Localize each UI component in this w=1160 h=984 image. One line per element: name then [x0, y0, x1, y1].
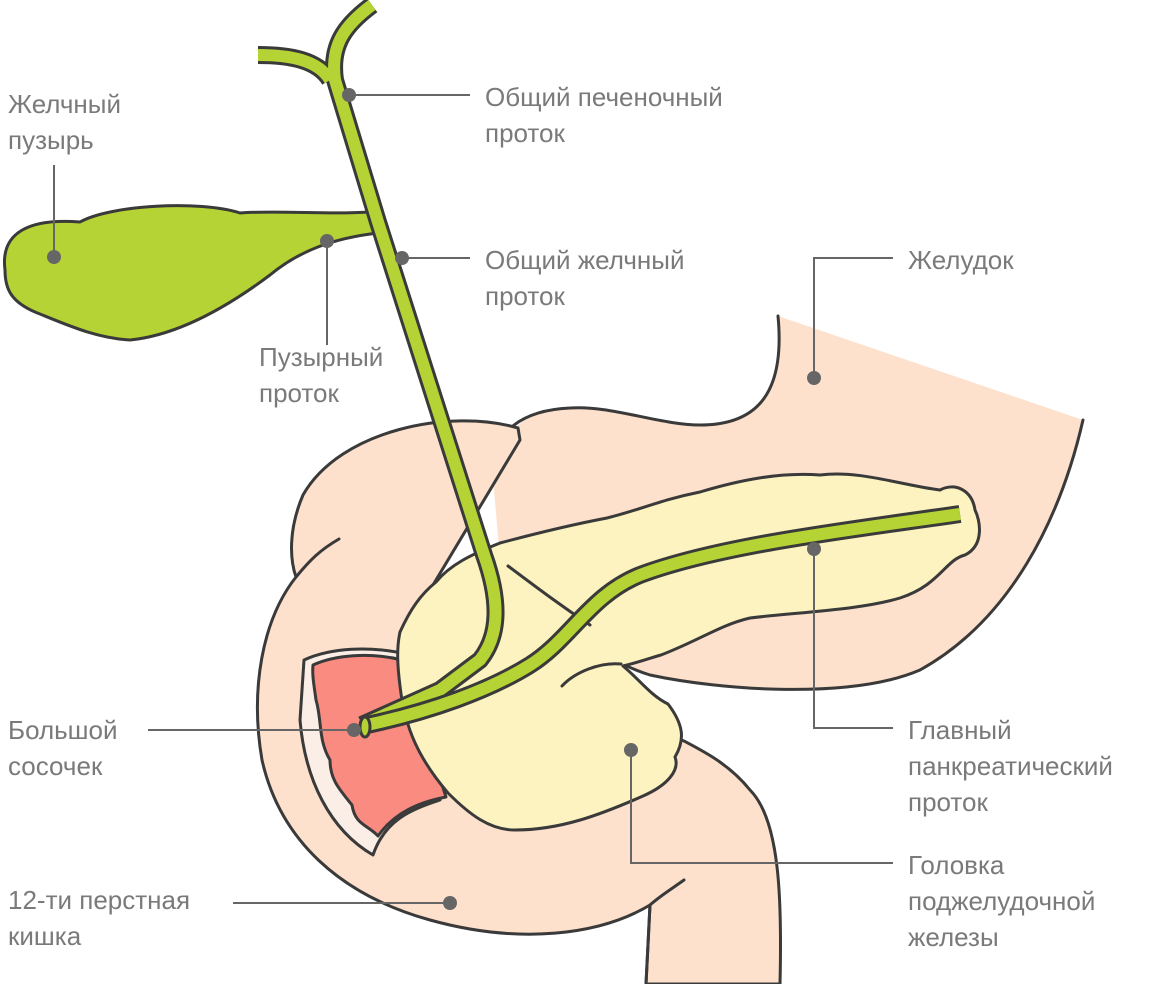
label-main-pancreatic-duct: Главный панкреатический проток [908, 712, 1113, 820]
label-line: проток [259, 378, 339, 408]
label-stomach: Желудок [908, 242, 1014, 278]
label-line: Большой [8, 715, 118, 745]
marker-dots [47, 88, 821, 910]
label-common-bile-duct: Общий желчный проток [485, 242, 684, 314]
label-line: проток [908, 787, 988, 817]
label-pancreas-head: Головка поджелудочной железы [908, 847, 1095, 955]
label-duodenum: 12-ти перстная кишка [8, 882, 190, 954]
label-line: железы [908, 922, 999, 952]
label-line: Общий печеночный [485, 82, 723, 112]
label-gallbladder: Желчный пузырь [8, 86, 121, 158]
label-line: кишка [8, 921, 82, 951]
leader-lines [53, 94, 893, 904]
gallbladder [2, 204, 380, 342]
label-line: панкреатический [908, 751, 1113, 781]
label-line: сосочек [8, 751, 103, 781]
label-line: Головка [908, 850, 1005, 880]
label-line: Желчный [8, 89, 122, 119]
label-line: Желудок [908, 245, 1014, 275]
duodenal-wall-opening [298, 647, 448, 857]
label-line: Главный [908, 715, 1012, 745]
label-cystic-duct: Пузырный проток [259, 339, 383, 411]
pancreas [396, 472, 981, 832]
label-common-hepatic-duct: Общий печеночный проток [485, 79, 723, 151]
bile-ducts [257, 0, 962, 739]
label-line: Общий желчный [485, 245, 685, 275]
label-line: 12-ти перстная [8, 885, 191, 915]
label-line: проток [485, 281, 565, 311]
label-line: пузырь [8, 125, 94, 155]
label-major-papilla: Большой сосочек [8, 712, 118, 784]
label-line: Пузырный [259, 342, 384, 372]
label-line: проток [485, 118, 565, 148]
label-line: поджелудочной [908, 886, 1096, 916]
